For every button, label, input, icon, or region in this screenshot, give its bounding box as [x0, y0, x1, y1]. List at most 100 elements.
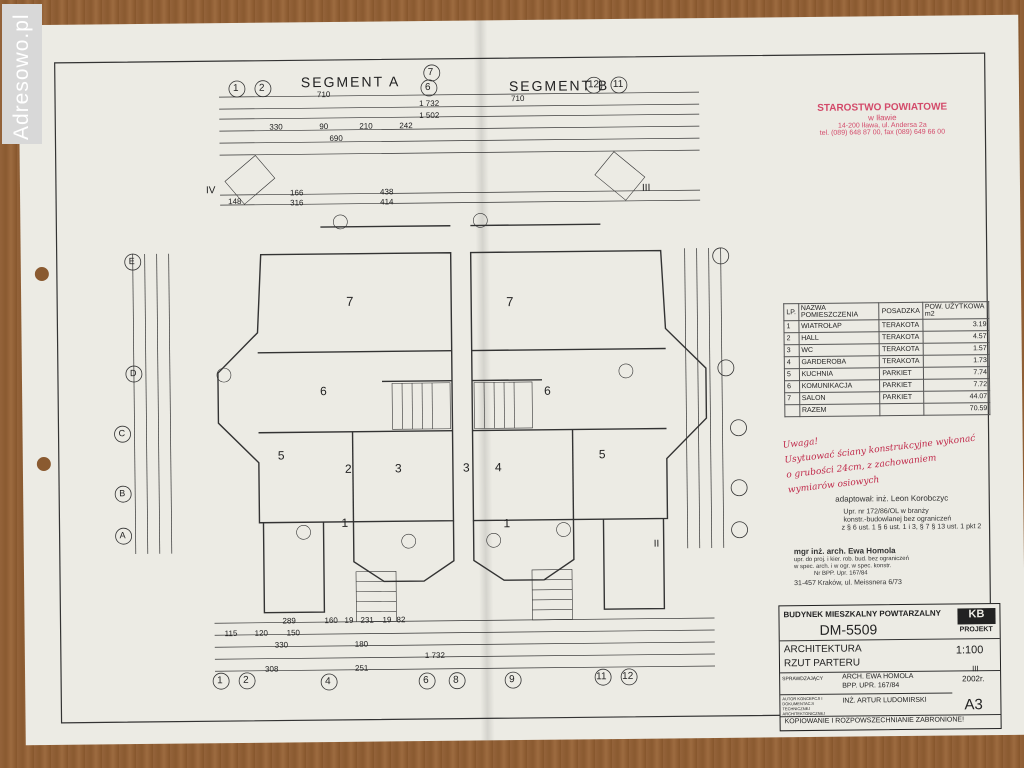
axis-label: 9	[509, 674, 515, 686]
table-cell: WIATROŁAP	[798, 319, 880, 333]
room-number: 3	[462, 460, 470, 475]
table-cell: TERAKOTA	[879, 331, 923, 344]
room-number: 6	[320, 384, 327, 399]
room-number: 7	[506, 294, 514, 310]
role-label: AUTOR KONCEPCJI I DOKUMENTACJI TECHNICZN…	[782, 695, 826, 717]
room-number: 5	[277, 448, 285, 463]
axis-label: D	[129, 368, 137, 379]
dimension-label: 308	[264, 664, 279, 674]
signature-line: Nr BPP. Upr. 167/84	[814, 570, 868, 577]
segment-a-label: SEGMENT A	[300, 73, 401, 91]
axis-label: C	[118, 428, 126, 439]
signature-line: Upr. nr 172/86/OL w branży	[843, 507, 929, 516]
dimension-label: 251	[354, 663, 369, 673]
room-number: 1	[341, 515, 349, 530]
date-year: 2002r.	[962, 674, 985, 684]
signature-line: w spec. arch. i w ogr. w spec. konstr.	[793, 563, 892, 571]
table-cell: TERAKOTA	[879, 355, 923, 368]
room-number: 6	[544, 383, 551, 398]
floor-plan-drawing	[54, 52, 993, 724]
table-cell: RAZEM	[799, 403, 881, 417]
table-cell: 4	[784, 356, 800, 369]
section-marker: II	[653, 538, 660, 550]
section-marker: III	[641, 182, 651, 194]
title-block: BUDYNEK MIESZKALNY POWTARZALNY DM-5509 K…	[778, 603, 1002, 732]
axis-label: 11	[596, 671, 607, 683]
table-cell: GARDEROBA	[798, 355, 880, 369]
table-header-row: LP. NAZWA POMIESZCZENIA POSADZKA POW. UŻ…	[783, 301, 989, 321]
table-cell: 5	[784, 368, 800, 381]
axis-label: 12	[587, 79, 600, 91]
dimension-label: 82	[396, 615, 406, 625]
checker-license: BPP. UPR. 167/84	[842, 682, 900, 690]
table-cell: HALL	[798, 331, 880, 345]
dimension-label: 1 502	[419, 110, 440, 121]
dimension-label: 1 732	[424, 650, 445, 661]
kb-logo-sub: PROJEKT	[959, 626, 993, 634]
room-number: 7	[346, 293, 354, 309]
watermark-badge: Adresowo.pl	[2, 4, 42, 144]
axis-label: 7	[427, 66, 434, 78]
dimension-label: 414	[380, 197, 394, 207]
axis-label: 8	[453, 674, 459, 686]
room-number: 3	[394, 461, 402, 476]
table-cell: 1	[783, 320, 799, 333]
dimension-label: 166	[289, 188, 304, 198]
axis-label: 6	[424, 81, 431, 94]
adaptation-signature: adaptował: inż. Leon Korobczyc	[835, 493, 949, 504]
discipline: ARCHITEKTURA	[783, 643, 862, 656]
room-number: 2	[344, 461, 352, 476]
table-cell: 6	[784, 380, 800, 393]
watermark-text: Adresowo.pl	[10, 13, 33, 140]
blueprint-sheet: SEGMENT A SEGMENT B 1 2 7 6 12 11 1 2 4 …	[18, 14, 1024, 746]
dimension-label: 19	[344, 615, 354, 625]
axis-label: 2	[243, 674, 249, 686]
scale: 1:100	[955, 644, 984, 657]
axis-label: A	[119, 530, 126, 541]
dimension-label: 438	[379, 187, 394, 197]
table-cell: PARKIET	[879, 367, 924, 380]
dimension-label: 710	[511, 93, 525, 104]
project-code: DM-5509	[819, 621, 878, 638]
dimension-label: 316	[290, 198, 304, 208]
axis-label: E	[128, 256, 135, 267]
axis-label: B	[119, 488, 126, 499]
table-cell: 3	[784, 344, 799, 357]
dimension-label: 120	[254, 628, 269, 638]
table-cell: KUCHNIA	[799, 367, 880, 381]
checker-name: ARCH. EWA HOMOLA	[842, 672, 914, 681]
dimension-label: 690	[329, 133, 343, 144]
copyright-notice: KOPIOWANIE I ROZPOWSZECHNIANIE ZABRONION…	[784, 716, 965, 726]
dimension-label: 150	[286, 628, 301, 638]
sheet-name: RZUT PARTERU	[783, 657, 861, 670]
room-number: 5	[598, 447, 606, 462]
table-cell: 4.57	[922, 330, 990, 344]
table-cell: 7.72	[923, 378, 990, 392]
dimension-label: 148	[228, 196, 242, 207]
dimension-label: 710	[316, 89, 331, 100]
rooms-area-table: LP. NAZWA POMIESZCZENIA POSADZKA POW. UŻ…	[783, 301, 990, 417]
table-cell: TERAKOTA	[879, 343, 923, 356]
room-number: 4	[494, 460, 502, 475]
table-cell: PARKIET	[879, 379, 924, 392]
table-cell: 2	[784, 332, 799, 345]
signature-line: konstr.-budowlanej bez ograniczeń	[843, 515, 952, 524]
table-cell: PARKIET	[880, 391, 924, 404]
room-number: 1	[503, 516, 511, 531]
table-cell: 70.59	[923, 402, 990, 416]
dimension-label: 1 732	[419, 98, 440, 109]
table-total-row: RAZEM 70.59	[784, 402, 990, 417]
column-header: POW. UŻYTKOWA m2	[922, 301, 989, 320]
signature-line: 31-457 Kraków, ul. Meissnera 6/73	[794, 579, 902, 588]
building-title: BUDYNEK MIESZKALNY POWTARZALNY	[783, 608, 941, 620]
table-cell: 44.07	[923, 390, 990, 404]
dimension-label: 231	[360, 615, 374, 625]
signature-line: upr. do proj. i kier. rob. bud. bez ogra…	[793, 555, 910, 564]
table-cell: 7.74	[922, 366, 990, 380]
axis-label: 12	[622, 670, 634, 682]
dimension-label: 242	[399, 121, 413, 131]
author-name: INŻ. ARTUR LUDOMIRSKI	[842, 696, 927, 705]
table-cell: TERAKOTA	[879, 319, 923, 332]
kb-logo: KB	[957, 608, 996, 625]
axis-label: 1	[217, 675, 223, 687]
